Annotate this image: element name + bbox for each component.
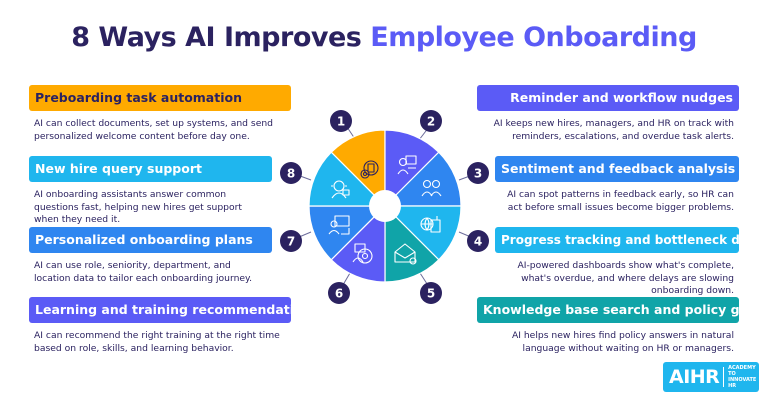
svg-text:8: 8 bbox=[287, 167, 295, 181]
number-badges: 1 2 3 4 5 6 7 8 bbox=[280, 110, 489, 304]
wedge-7 bbox=[308, 205, 387, 261]
logo-line-2: INNOVATE HR bbox=[728, 377, 757, 389]
card-preboarding-task-automation: Preboarding task automation AI can colle… bbox=[29, 85, 291, 143]
card-personalized-onboarding-plans: Personalized onboarding plans AI can use… bbox=[29, 227, 272, 285]
badge-8: 8 bbox=[280, 162, 302, 184]
wedge-5 bbox=[384, 204, 440, 283]
badge-1: 1 bbox=[330, 110, 352, 132]
page-title: 8 Ways AI Improves Employee Onboarding bbox=[0, 22, 768, 53]
wedge-3 bbox=[383, 151, 462, 207]
svg-text:1: 1 bbox=[337, 115, 345, 129]
card-description: AI helps new hires find policy answers i… bbox=[511, 330, 734, 354]
badge-4: 4 bbox=[467, 230, 489, 252]
card-description: AI can spot patterns in feedback early, … bbox=[507, 189, 734, 213]
card-title: Knowledge base search and policy guidanc… bbox=[477, 297, 739, 323]
svg-text:6: 6 bbox=[335, 287, 343, 301]
wedge-8 bbox=[308, 151, 387, 207]
envelope-search-icon bbox=[394, 243, 417, 265]
title-main: 8 Ways AI Improves bbox=[71, 22, 371, 53]
card-description: AI can collect documents, set up systems… bbox=[34, 118, 274, 142]
card-description: AI onboarding assistants answer common q… bbox=[34, 189, 242, 225]
badge-3: 3 bbox=[467, 162, 489, 184]
card-description: AI can use role, seniority, department, … bbox=[34, 260, 253, 284]
card-sentiment-feedback-analysis: Sentiment and feedback analysis AI can s… bbox=[495, 156, 739, 214]
wheel-hub bbox=[369, 190, 401, 222]
badge-7: 7 bbox=[280, 230, 302, 252]
svg-text:4: 4 bbox=[474, 235, 482, 249]
card-description: AI can recommend the right training at t… bbox=[34, 330, 280, 354]
title-accent: Employee Onboarding bbox=[370, 22, 697, 53]
svg-text:3: 3 bbox=[474, 167, 482, 181]
chatbot-assistant-icon bbox=[331, 180, 350, 199]
person-screen-icon bbox=[397, 155, 417, 175]
badge-5: 5 bbox=[420, 282, 442, 304]
card-title: Preboarding task automation bbox=[29, 85, 291, 111]
card-title: Sentiment and feedback analysis bbox=[495, 156, 739, 182]
learning-gear-icon bbox=[352, 243, 373, 264]
svg-text:2: 2 bbox=[427, 115, 435, 129]
logo-divider bbox=[723, 367, 725, 387]
card-new-hire-query-support: New hire query support AI onboarding ass… bbox=[29, 156, 272, 227]
svg-text:5: 5 bbox=[427, 287, 435, 301]
card-title: Learning and training recommendations bbox=[29, 297, 291, 323]
card-progress-tracking-bottleneck: Progress tracking and bottleneck detecti… bbox=[495, 227, 739, 298]
logo-mark: AIHR bbox=[669, 366, 720, 388]
dashboard-globe-icon bbox=[420, 216, 441, 233]
wedge-1 bbox=[330, 129, 386, 208]
badge-6: 6 bbox=[328, 282, 350, 304]
wedge-4 bbox=[383, 205, 462, 261]
card-learning-training-recommendations: Learning and training recommendations AI… bbox=[29, 297, 291, 355]
card-title: Personalized onboarding plans bbox=[29, 227, 272, 253]
card-title: Progress tracking and bottleneck detecti… bbox=[495, 227, 739, 253]
gears-document-icon bbox=[360, 160, 379, 179]
card-title: New hire query support bbox=[29, 156, 272, 182]
card-description: AI-powered dashboards show what's comple… bbox=[517, 260, 734, 296]
people-board-icon bbox=[328, 215, 350, 235]
logo-line-1: ACADEMY TO bbox=[728, 365, 756, 377]
card-knowledge-base-search: Knowledge base search and policy guidanc… bbox=[477, 297, 739, 355]
svg-text:7: 7 bbox=[287, 235, 295, 249]
card-title: Reminder and workflow nudges bbox=[477, 85, 739, 111]
card-reminder-workflow-nudges: Reminder and workflow nudges AI keeps ne… bbox=[477, 85, 739, 143]
card-description: AI keeps new hires, managers, and HR on … bbox=[493, 118, 734, 142]
team-feedback-icon bbox=[421, 179, 442, 197]
badge-2: 2 bbox=[420, 110, 442, 132]
